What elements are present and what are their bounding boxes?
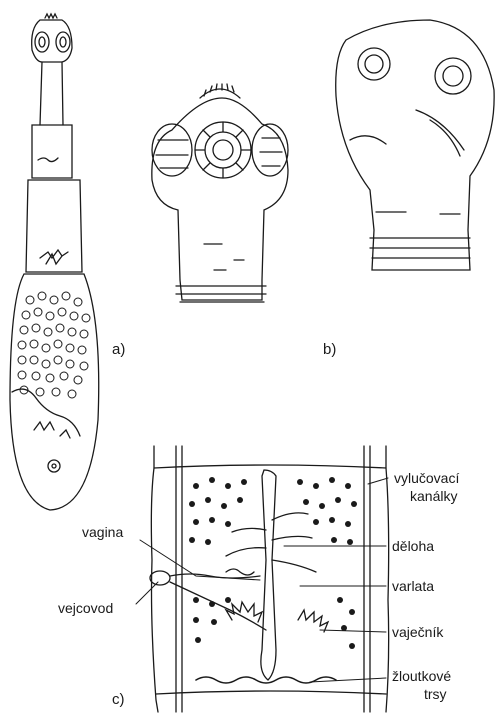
label-varlata: varlata xyxy=(392,578,434,594)
scolex-unarmed-drawing xyxy=(336,20,494,270)
tapeworm-whole-drawing xyxy=(10,14,99,510)
label-vejcovod: vejcovod xyxy=(58,600,113,616)
label-deloha: děloha xyxy=(392,538,434,554)
panel-label-c: c) xyxy=(112,692,125,708)
label-vagina: vagina xyxy=(82,524,123,540)
scolex-armed-drawing xyxy=(152,84,288,302)
label-vajecnik: vaječník xyxy=(392,624,443,640)
panel-label-a: a) xyxy=(112,342,125,358)
panel-label-b: b) xyxy=(323,342,336,358)
label-zloutkove-trsy-line2: trsy xyxy=(424,686,447,702)
label-vylucovaci-kanalky-line1: vylučovací xyxy=(394,470,459,486)
label-vylucovaci-kanalky-line2: kanálky xyxy=(410,488,457,504)
proglottid-detail-drawing xyxy=(136,446,389,712)
label-zloutkove-trsy-line1: žloutkové xyxy=(392,668,451,684)
